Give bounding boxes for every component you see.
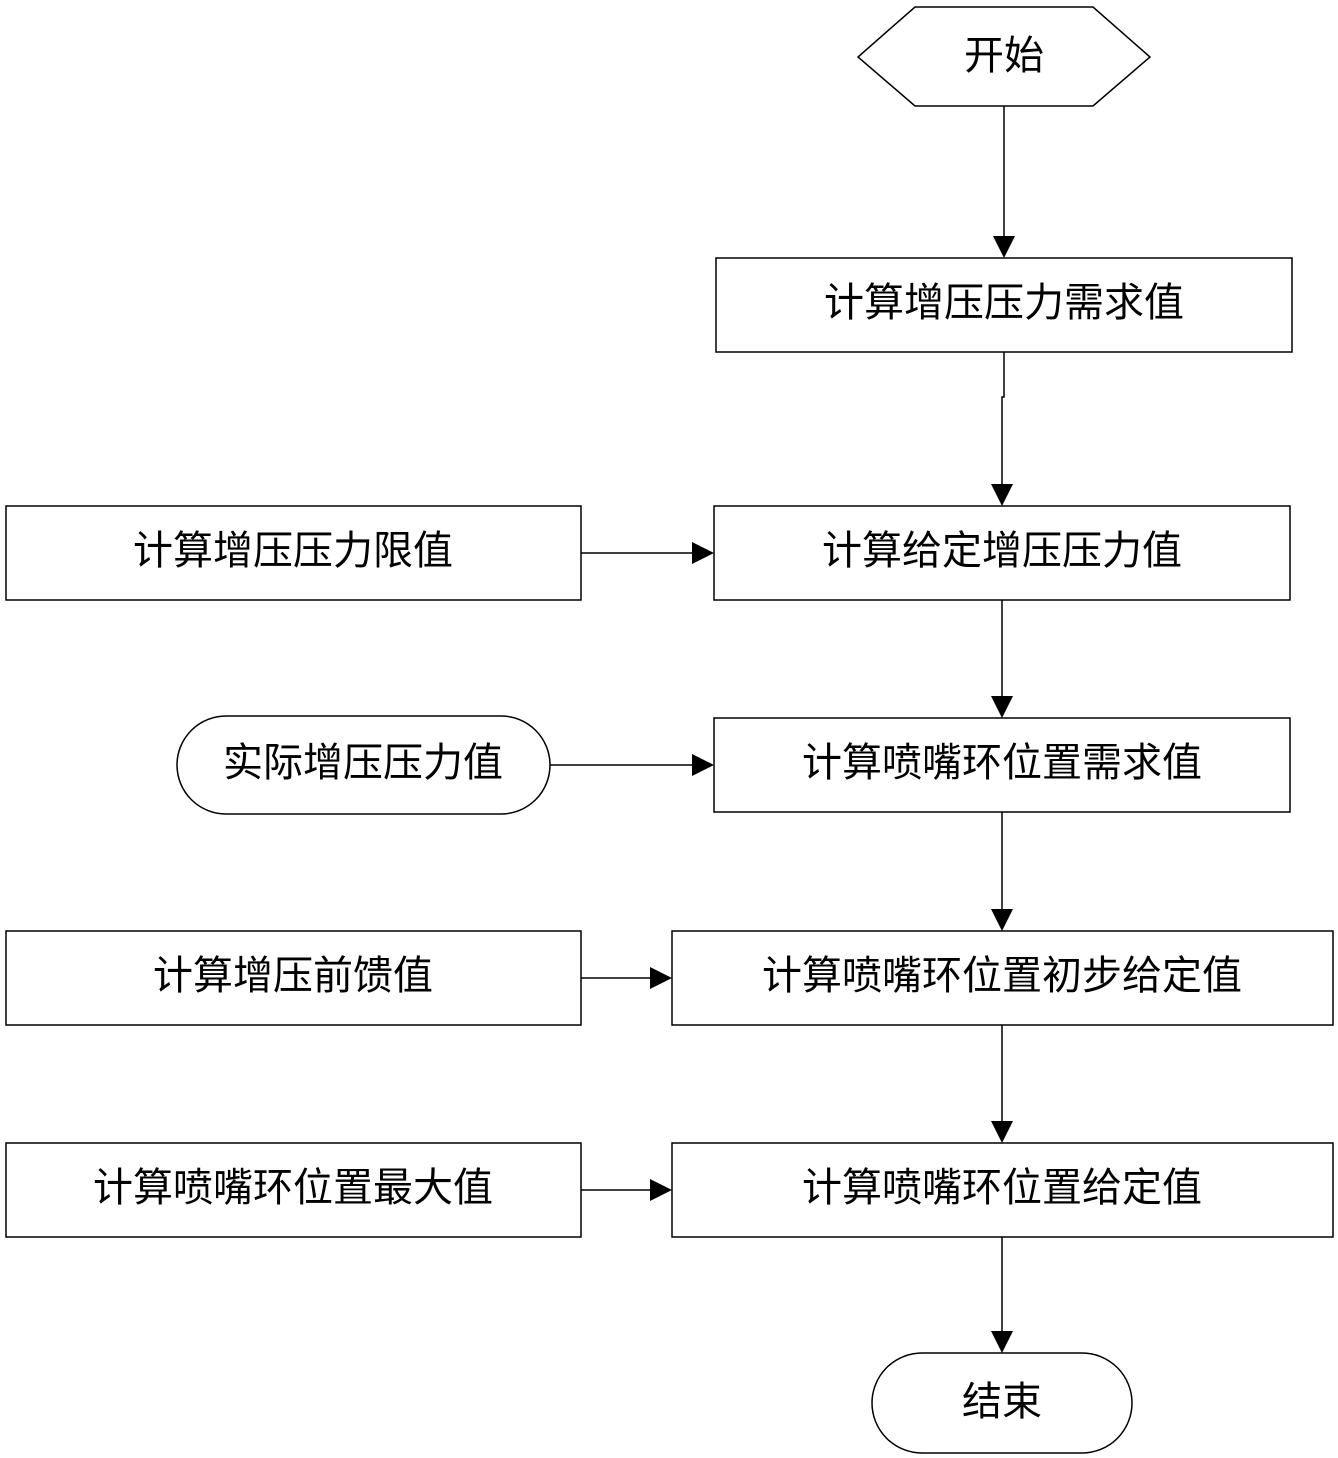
step-boost-pressure-setpoint-label: 计算给定增压压力值 [822,528,1182,574]
end-node: 结束 [871,1352,1133,1454]
step-nozzle-ring-demand-label: 计算喷嘴环位置需求值 [802,740,1202,786]
connector-feedforward-to-preliminary [581,967,672,989]
start-node: 开始 [856,6,1152,107]
input-nozzle-ring-max: 计算喷嘴环位置最大值 [5,1142,582,1238]
step-boost-pressure-demand: 计算增压压力需求值 [715,257,1293,353]
connector-actual-to-nozzle-demand [550,754,714,776]
end-label: 结束 [962,1379,1042,1425]
connector-setpoint-to-nozzle-demand [991,600,1013,718]
connector-start-to-demand [993,106,1015,258]
step-nozzle-ring-demand: 计算喷嘴环位置需求值 [713,717,1291,813]
connector-demand-to-setpoint [991,352,1013,506]
connector-limit-to-setpoint [581,542,714,564]
step-nozzle-ring-preliminary: 计算喷嘴环位置初步给定值 [671,930,1334,1026]
input-boost-pressure-limit-label: 计算增压压力限值 [133,528,453,574]
connector-preliminary-to-nozzle-setpoint [991,1025,1013,1143]
start-label: 开始 [964,33,1044,79]
connector-max-to-nozzle-setpoint [581,1179,672,1201]
step-nozzle-ring-setpoint-label: 计算喷嘴环位置给定值 [802,1165,1202,1211]
connector-nozzle-setpoint-to-end [991,1237,1013,1353]
input-boost-feedforward: 计算增压前馈值 [5,930,582,1026]
input-actual-boost-pressure-label: 实际增压压力值 [223,740,503,786]
input-nozzle-ring-max-label: 计算喷嘴环位置最大值 [93,1165,493,1211]
step-nozzle-ring-preliminary-label: 计算喷嘴环位置初步给定值 [762,953,1242,999]
input-boost-pressure-limit: 计算增压压力限值 [5,505,582,601]
step-boost-pressure-setpoint: 计算给定增压压力值 [713,505,1291,601]
connector-nozzle-demand-to-preliminary [991,812,1013,931]
input-boost-feedforward-label: 计算增压前馈值 [153,953,433,999]
input-actual-boost-pressure: 实际增压压力值 [176,715,551,815]
step-boost-pressure-demand-label: 计算增压压力需求值 [824,280,1184,326]
step-nozzle-ring-setpoint: 计算喷嘴环位置给定值 [671,1142,1334,1238]
